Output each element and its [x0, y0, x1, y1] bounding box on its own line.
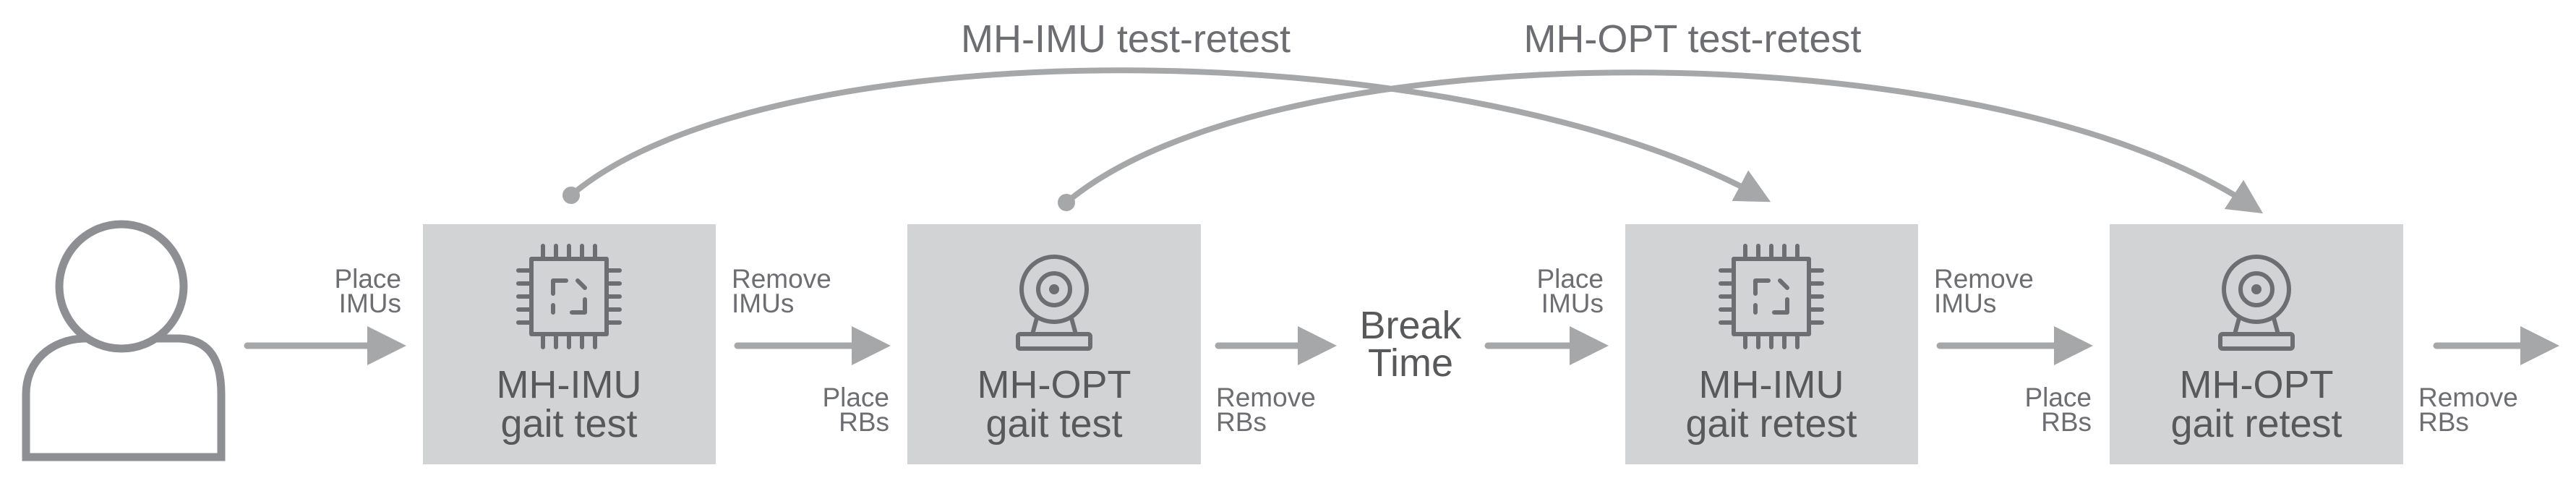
remove-rbs-label: Remove: [1216, 383, 1316, 412]
break-time-line1: Break: [1359, 304, 1462, 347]
remove-imus-label: Remove: [1934, 264, 2034, 294]
camera-icon: [1016, 255, 1092, 351]
place-rbs-label: RBs: [2041, 407, 2092, 437]
box-label-line2: gait retest: [1685, 402, 1857, 446]
box-label-line1: MH-OPT: [977, 363, 1131, 406]
arc-imu-test-retest: [562, 67, 1771, 204]
place-imus-label: IMUs: [339, 289, 401, 318]
place-rbs-label: Place: [2024, 383, 2092, 412]
place-rbs-label: Place: [822, 383, 889, 412]
chip-icon: [516, 244, 622, 349]
box-label-line2: gait retest: [2170, 402, 2342, 446]
remove-rbs-label: RBs: [2418, 407, 2469, 437]
box-opt-test: [907, 224, 1201, 464]
box-label-line1: MH-IMU: [497, 363, 642, 406]
remove-rbs-label: Remove: [2418, 383, 2518, 412]
box-label-line2: gait test: [985, 402, 1122, 446]
opt-test-retest-label: MH-OPT test-retest: [1523, 17, 1861, 61]
box-label-line1: MH-OPT: [2180, 363, 2334, 406]
arc-opt-test-retest: [1058, 69, 2264, 214]
place-imus-label: Place: [334, 264, 401, 294]
place-imus-label: IMUs: [1541, 289, 1604, 318]
box-label-line1: MH-IMU: [1699, 363, 1844, 406]
box-label-line2: gait test: [500, 402, 637, 446]
remove-rbs-label: RBs: [1216, 407, 1267, 437]
place-rbs-label: RBs: [839, 407, 889, 437]
remove-imus-label: Remove: [732, 264, 831, 294]
person-icon: [22, 220, 226, 461]
remove-imus-label: IMUs: [732, 289, 794, 318]
camera-icon: [2218, 255, 2295, 351]
box-opt-retest: [2110, 224, 2403, 464]
break-time-line2: Time: [1368, 341, 1453, 385]
remove-imus-label: IMUs: [1934, 289, 1996, 318]
chip-icon: [1719, 244, 1824, 349]
imu-test-retest-label: MH-IMU test-retest: [961, 17, 1291, 61]
place-imus-label: Place: [1536, 264, 1604, 294]
